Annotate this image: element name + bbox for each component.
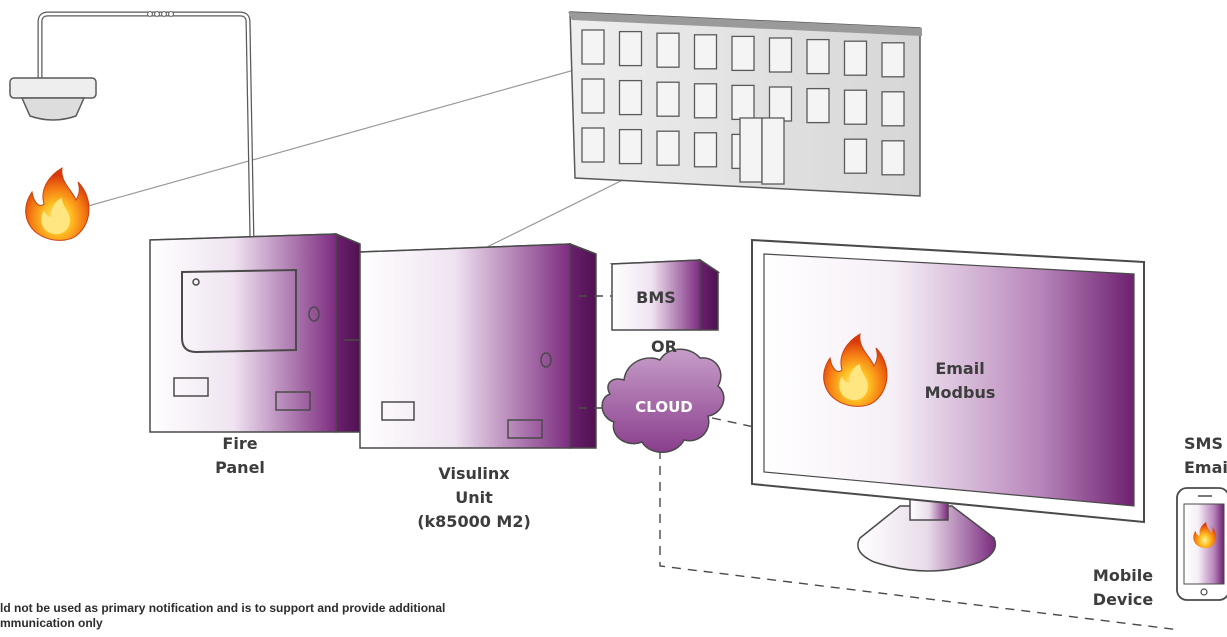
monitor-label-line1: Email — [935, 359, 985, 378]
building-icon — [568, 11, 922, 197]
mobile-device-label-line2: Device — [1092, 590, 1154, 609]
building-window — [881, 91, 905, 127]
building-window — [581, 127, 605, 163]
visulinx-label-line3: (k85000 M2) — [417, 512, 531, 531]
building-window — [656, 81, 680, 117]
visulinx-label-line1: Visulinx — [438, 464, 510, 483]
building-window — [843, 138, 868, 174]
building-window — [768, 86, 793, 122]
fire-panel-icon — [149, 232, 366, 433]
monitor-icon — [751, 238, 1145, 572]
building-window — [693, 34, 718, 70]
sms-label-line2: Email — [1184, 458, 1227, 477]
mobile-device-label-line1: Mobile — [1092, 566, 1154, 585]
footnote: ld not be used as primary notification a… — [0, 601, 760, 631]
fire-panel-label: Fire Panel — [190, 432, 290, 480]
building-window — [656, 32, 680, 68]
visulinx-unit-icon — [359, 242, 597, 449]
visulinx-label-line2: Unit — [455, 488, 493, 507]
building-window — [768, 37, 793, 73]
building-window — [618, 128, 643, 165]
monitor-label: Email Modbus — [900, 357, 1020, 405]
fire-panel-label-line1: Fire — [222, 434, 258, 453]
footnote-line2: mmunication only — [0, 616, 103, 630]
building-window — [881, 42, 905, 78]
sms-label: SMS Email — [1168, 432, 1227, 480]
building-window — [618, 79, 643, 116]
bms-box-icon — [609, 258, 721, 331]
building-window — [731, 35, 755, 72]
monitor-label-line2: Modbus — [924, 383, 996, 402]
visulinx-label: Visulinx Unit (k85000 M2) — [404, 462, 544, 534]
building-window — [881, 140, 905, 176]
smoke-detector-icon — [9, 11, 255, 243]
bms-label: BMS — [636, 288, 676, 307]
building-window — [693, 132, 718, 168]
building-window — [581, 29, 605, 65]
building-window — [806, 38, 830, 75]
cloud-label: CLOUD — [635, 398, 693, 416]
sms-label-line1: SMS — [1184, 434, 1223, 453]
building-window — [693, 83, 718, 119]
building-window — [656, 130, 680, 166]
building-window — [806, 87, 830, 124]
building-window — [843, 40, 868, 76]
building-window — [843, 89, 868, 125]
or-label: OR — [651, 337, 677, 356]
flame-icon — [25, 167, 90, 241]
building-window — [731, 84, 755, 121]
building-window — [581, 78, 605, 114]
footnote-line1: ld not be used as primary notification a… — [0, 601, 446, 615]
building-window — [618, 30, 643, 67]
cloud-icon — [601, 348, 725, 453]
fire-panel-label-line2: Panel — [215, 458, 265, 477]
mobile-phone-icon — [1176, 487, 1227, 601]
mobile-device-label: Mobile Device — [1078, 564, 1168, 612]
